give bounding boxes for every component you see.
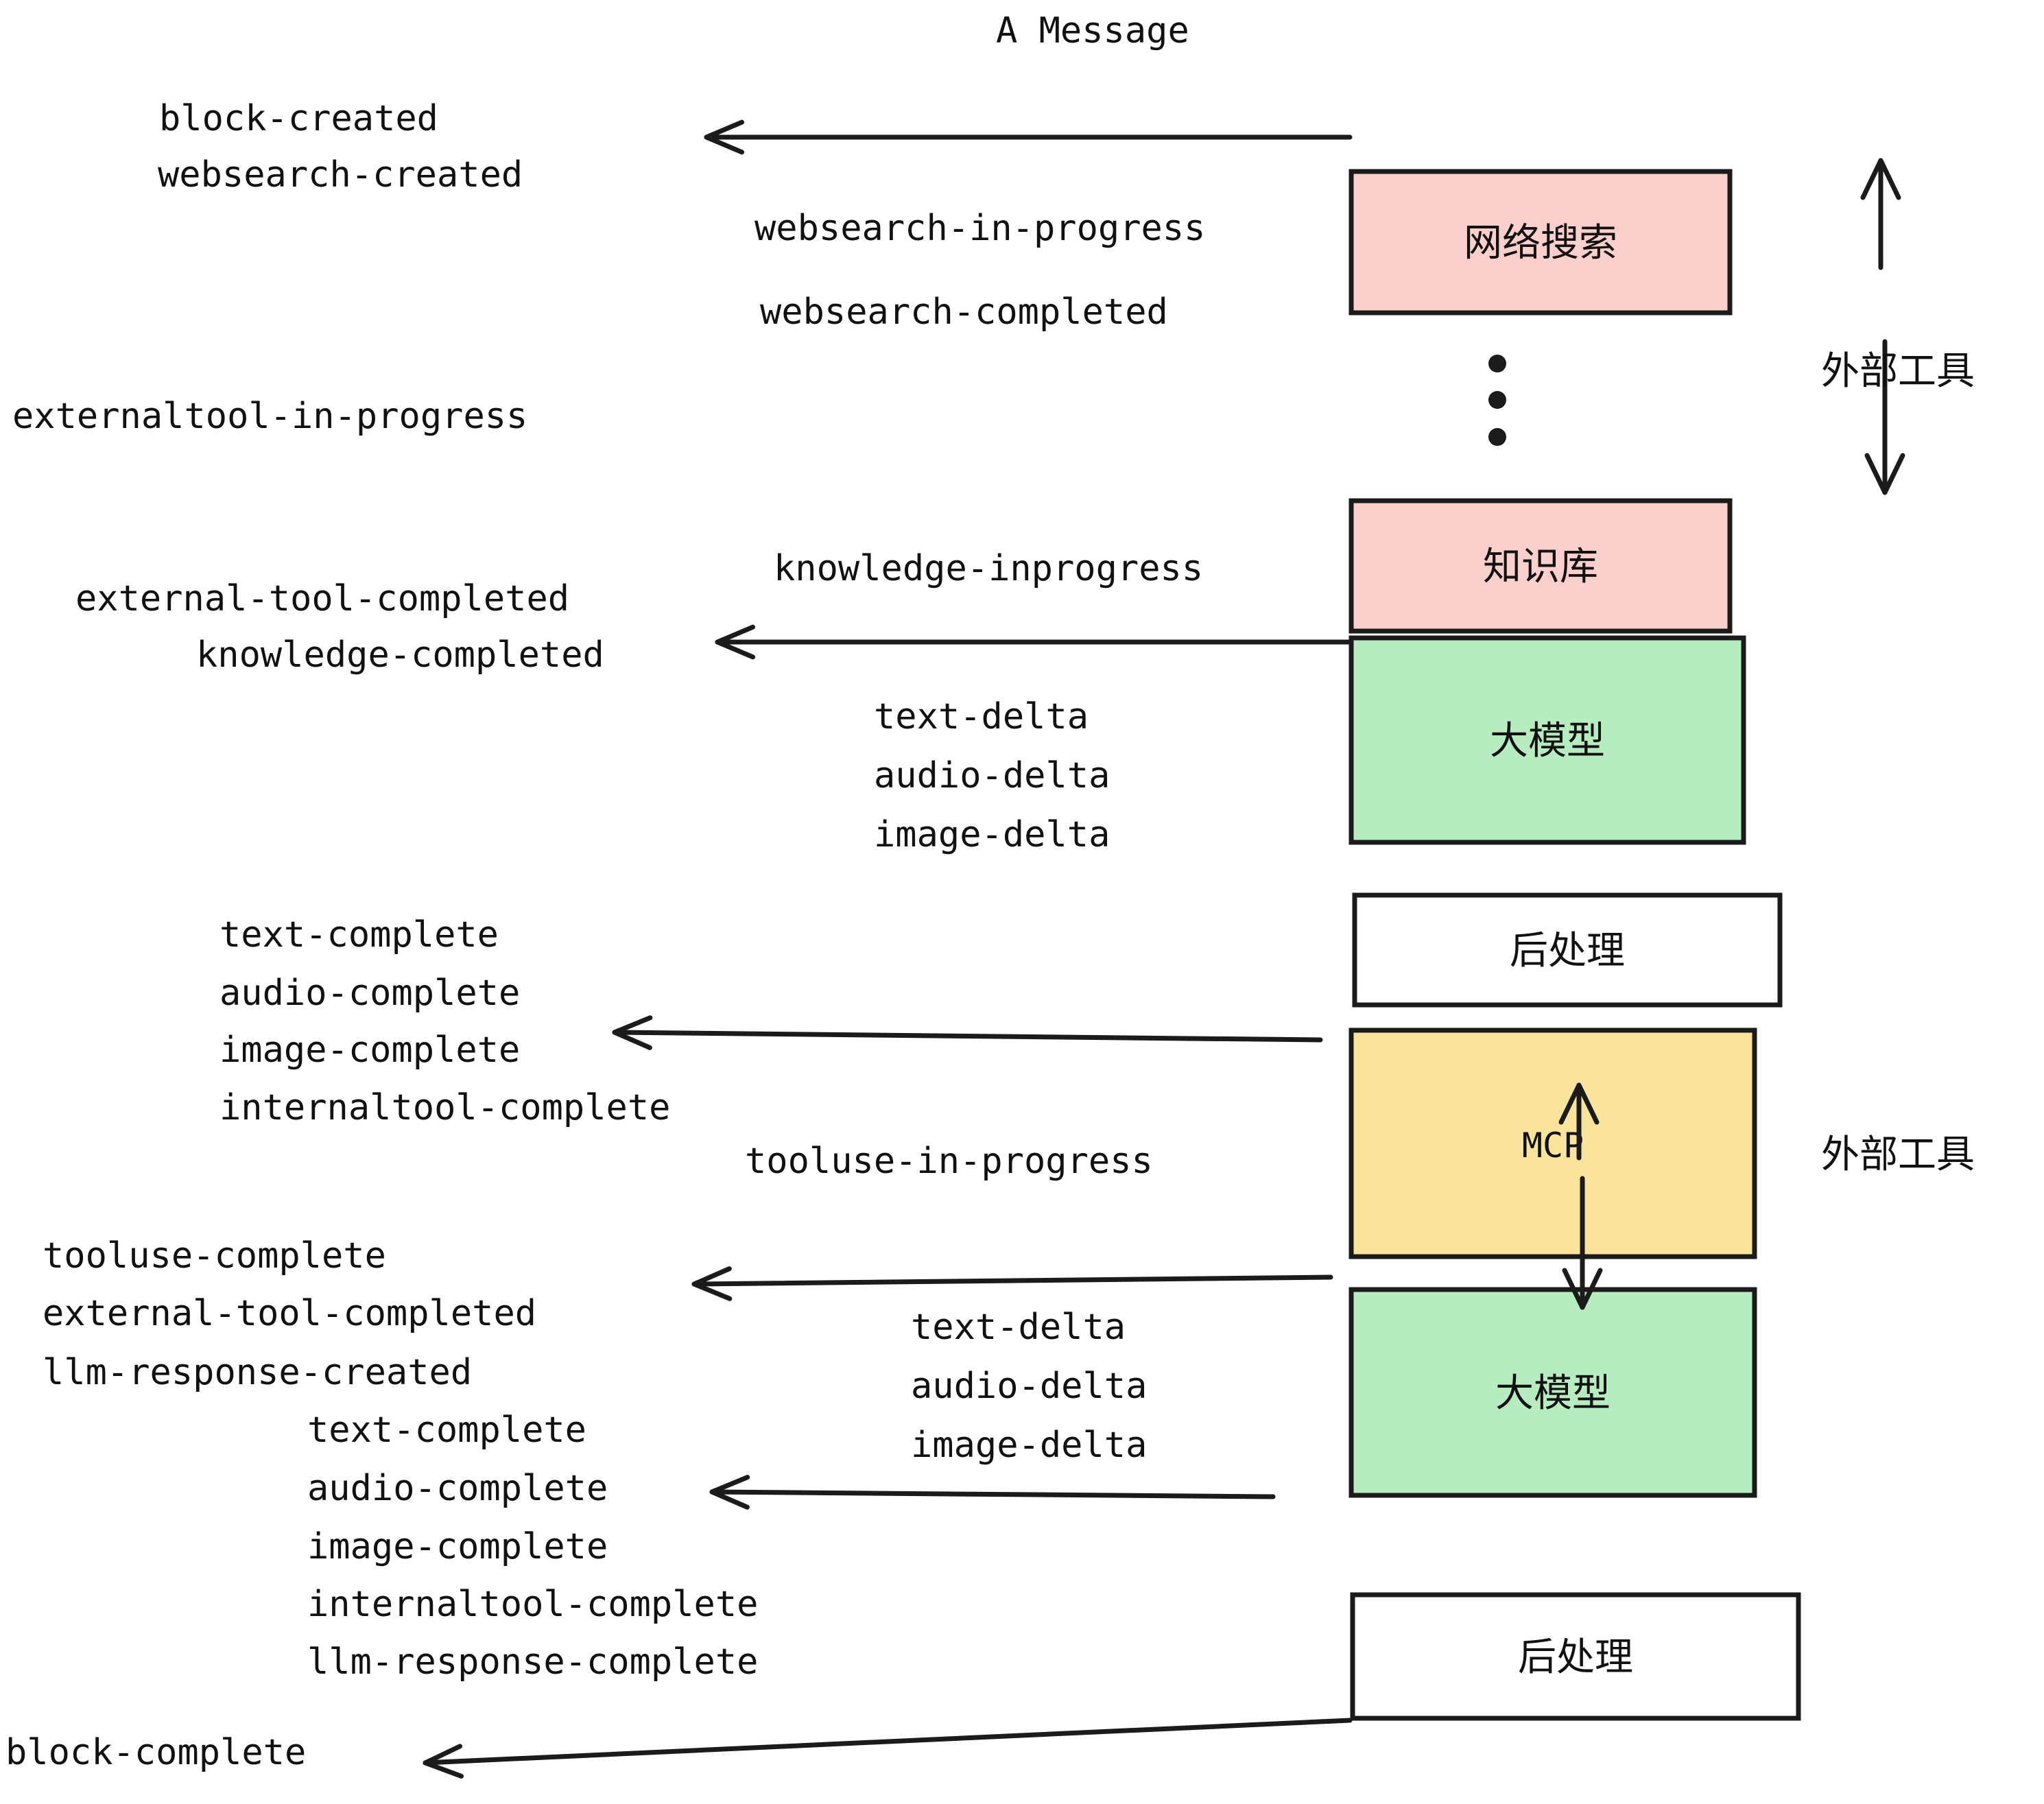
event-label-left-11: llm-response-created — [43, 1352, 472, 1393]
event-label-left-12: text-complete — [307, 1410, 586, 1451]
event-label-left-7: image-complete — [219, 1030, 520, 1071]
process-box-label: 大模型 — [1490, 719, 1605, 763]
side-label-external-tool-bottom: 外部工具 — [1821, 1132, 1975, 1177]
ext-tool-up-bottom — [1558, 1082, 1600, 1161]
process-box-mcp[interactable]: MCP — [1348, 1028, 1757, 1259]
arrow-block-created — [704, 119, 1353, 155]
ext-tool-up-top — [1860, 158, 1901, 270]
event-label-left-3: external-tool-completed — [75, 578, 569, 619]
event-label-middle-0: websearch-in-progress — [754, 208, 1205, 249]
ext-tool-down-bottom — [1562, 1176, 1603, 1310]
process-box-label: 知识库 — [1483, 545, 1598, 589]
event-label-middle-7: text-delta — [911, 1307, 1126, 1348]
diagram-title: A Message — [996, 10, 1189, 51]
process-box-postprocess-bottom[interactable]: 后处理 — [1350, 1592, 1801, 1721]
vertical-arrows-group — [1558, 158, 1905, 1310]
event-label-middle-3: text-delta — [874, 696, 1089, 737]
event-label-middle-6: tooluse-in-progress — [745, 1141, 1153, 1182]
process-box-label: 大模型 — [1495, 1371, 1611, 1416]
middle-event-labels-group: websearch-in-progress websearch-completed… — [745, 208, 1205, 1466]
side-label-external-tool-top: 外部工具 — [1821, 349, 1975, 394]
arrow-knowledge-completed — [715, 624, 1353, 660]
event-label-left-14: image-complete — [307, 1526, 608, 1567]
event-label-left-6: audio-complete — [219, 973, 520, 1014]
event-label-middle-5: image-delta — [874, 814, 1110, 855]
ellipsis-dot-1 — [1488, 355, 1506, 372]
process-box-knowledge[interactable]: 知识库 — [1348, 498, 1733, 634]
arrow-tooluse-complete — [691, 1266, 1333, 1301]
ellipsis-dot-3 — [1488, 428, 1506, 446]
event-label-middle-1: websearch-completed — [760, 292, 1168, 333]
ext-tool-down-top — [1864, 339, 1905, 495]
event-label-middle-4: audio-delta — [874, 755, 1110, 796]
event-label-middle-2: knowledge-inprogress — [774, 548, 1203, 589]
arrow-block-complete — [423, 1718, 1353, 1779]
event-label-left-5: text-complete — [219, 914, 499, 956]
horizontal-arrows-group — [423, 119, 1353, 1779]
process-box-label: 后处理 — [1518, 1635, 1633, 1680]
event-label-left-13: audio-complete — [307, 1468, 608, 1509]
event-label-left-17: block-complete — [5, 1732, 306, 1773]
event-label-left-4: knowledge-completed — [196, 634, 604, 676]
process-box-label: MCP — [1522, 1126, 1584, 1165]
process-box-llm-bottom[interactable]: 大模型 — [1348, 1287, 1757, 1498]
ellipsis-dots-group — [1488, 355, 1506, 446]
left-event-labels-group: block-created websearch-created externalto… — [5, 98, 758, 1773]
process-box-postprocess-top[interactable]: 后处理 — [1352, 892, 1783, 1008]
event-label-left-15: internaltool-complete — [307, 1584, 758, 1625]
event-label-left-16: llm-response-complete — [307, 1641, 758, 1683]
event-label-left-10: external-tool-completed — [43, 1293, 536, 1334]
arrow-image-complete — [612, 1015, 1323, 1050]
event-label-middle-8: audio-delta — [911, 1366, 1147, 1407]
event-label-left-0: block-created — [159, 98, 438, 139]
process-box-websearch[interactable]: 网络搜索 — [1348, 169, 1733, 316]
event-label-left-8: internaltool-complete — [219, 1087, 670, 1128]
arrow-audio-complete — [709, 1475, 1276, 1510]
event-label-left-2: externaltool-in-progress — [12, 396, 527, 437]
event-label-middle-9: image-delta — [911, 1425, 1147, 1466]
event-label-left-1: websearch-created — [158, 154, 523, 195]
process-box-label: 网络搜索 — [1464, 221, 1617, 265]
ellipsis-dot-2 — [1488, 391, 1506, 409]
process-box-label: 后处理 — [1510, 929, 1625, 973]
event-label-left-9: tooluse-complete — [43, 1235, 386, 1277]
process-box-llm-top[interactable]: 大模型 — [1348, 635, 1746, 845]
